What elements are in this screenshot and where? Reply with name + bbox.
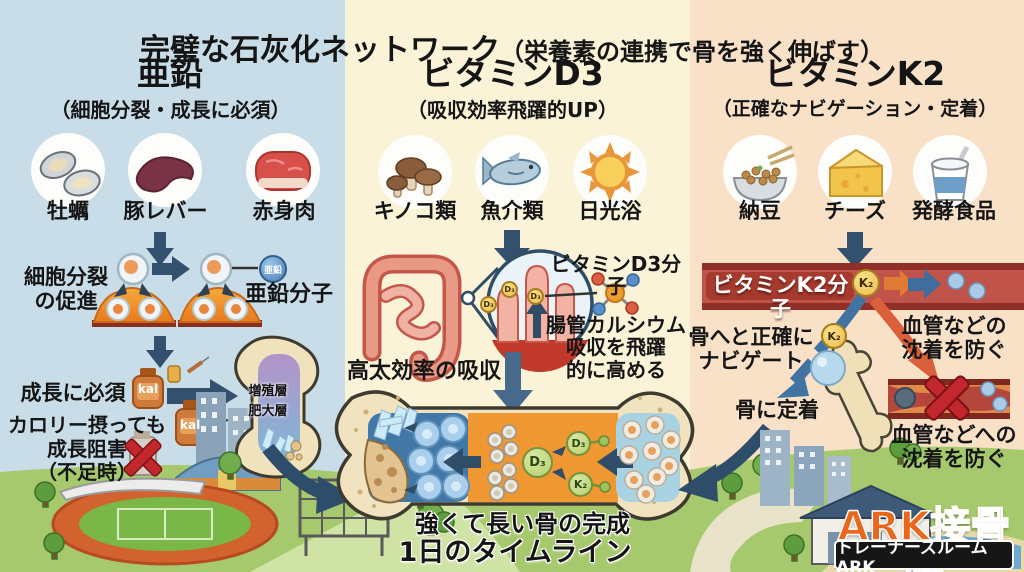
zinc-header: 亜鉛 [137,54,203,93]
bone-caption-2: 1日のタイムライン [398,537,632,568]
curved-arrow-to-main-bone-left [262,443,356,514]
cell-division-label: 細胞分裂 の促進 [24,265,108,313]
food-label-red-meat: 赤身肉 [252,199,316,223]
vitamin-d3-molecule-icon [591,272,640,316]
natto-icon [723,135,797,209]
food-label-seafood: 魚介類 [480,199,544,223]
supplement-vial-syringe-icon [167,356,210,383]
page-title-sub: （栄養素の連携で骨を強く伸ばす） [500,37,884,66]
bone-d3-badge-small: D₃ [566,431,591,456]
intestine-illustration [362,254,462,382]
stadium-illustration [51,477,390,566]
bone-k2-badge: K₂ [568,472,593,497]
zinc-subheader: （細胞分裂・成長に必須） [50,98,291,122]
calcium-ball-icon [810,350,846,386]
yogurt-icon [913,135,987,209]
food-label-sunbathing: 日光浴 [578,199,642,223]
settle-label: 骨に定着 [735,398,819,422]
d3-villi-badge-3: D₃ [527,288,544,305]
pork-liver-icon [128,133,202,207]
prevent-deposit-label-1: 血管などの 沈着を防ぐ [901,314,1007,362]
d3-villi-badge-2: D₃ [501,281,518,298]
calcium-ball-highlight [817,357,827,367]
k2-badge-vessel: K₂ [852,269,880,297]
k2-vessel-label: ビタミンK2分子 [712,273,849,321]
clinic-logo-banner: トレーナーズルームARK [834,538,1014,572]
city-buildings-right [760,430,851,506]
calorie-warning: カロリー摂っても 成長阻害 （不足時） [8,413,166,485]
deficiency-x-icon [123,431,163,477]
growth-plate-top-label: 増殖層 [248,384,288,399]
food-label-oyster: 牡蠣 [47,199,89,223]
kal-label-2: kal [180,418,201,432]
growth-label: 成長に必須 [20,381,126,405]
down-arrow-into-bone [493,352,533,414]
food-label-natto: 納豆 [739,199,781,223]
food-label-pork-liver: 豚レバー [123,199,208,223]
d3-villi-badge-1: D₃ [480,296,497,313]
down-arrow-k2 [837,232,873,268]
mushroom-icon [378,135,452,209]
zinc-molecule-badge: 亜鉛 [259,255,287,283]
food-label-mushrooms: キノコ類 [373,199,457,223]
sun-icon [573,135,647,209]
navigate-label: 骨へと正確に ナビゲート [688,325,814,373]
cheese-icon [818,135,892,209]
k2-badge-mid: K₂ [821,323,847,349]
d3-header: ビタミンD3 [421,54,604,93]
bone-d3-badge-large: D₃ [522,447,553,478]
food-label-cheese: チーズ [824,199,886,223]
d3-molecule-label: ビタミンD3分子 [550,252,682,299]
blocked-vessel-x [888,375,1010,421]
zinc-molecule-label: 亜鉛分子 [244,282,333,307]
oyster-icon [31,133,105,207]
page-title: 完璧な石灰化ネットワーク（栄養素の連携で骨を強く伸ばす） [0,0,1024,67]
cell-division-diagram [92,252,262,327]
efficient-absorption-label: 高太効率の吸収 [346,359,501,384]
kal-label-1: kal [137,382,159,396]
growth-plate-bottom-label: 肥大層 [248,404,288,419]
k2-header: ビタミンK2 [764,54,946,93]
absorption-label: 腸管カルシウム 吸収を飛躍 的に高める [546,313,686,382]
kal-bottle-icon [132,368,164,409]
k2-subheader: （正確なナビゲーション・定着） [712,98,998,120]
prevent-deposit-label-2: 血管などへの 沈着を防ぐ [891,423,1017,471]
food-label-fermented: 発酵食品 [912,199,996,223]
down-arrow-growth [146,336,174,368]
main-bone-illustration [334,390,695,521]
page-title-main: 完璧な石灰化ネットワーク [140,32,500,68]
bone-caption-1: 強くて長い骨の完成 [414,510,631,538]
d3-subheader: （吸収効率飛躍的UP） [407,98,618,122]
fish-icon [475,135,549,209]
down-arrow-zinc [146,232,174,266]
red-meat-icon [246,133,320,207]
down-arrow-d3 [494,230,530,268]
